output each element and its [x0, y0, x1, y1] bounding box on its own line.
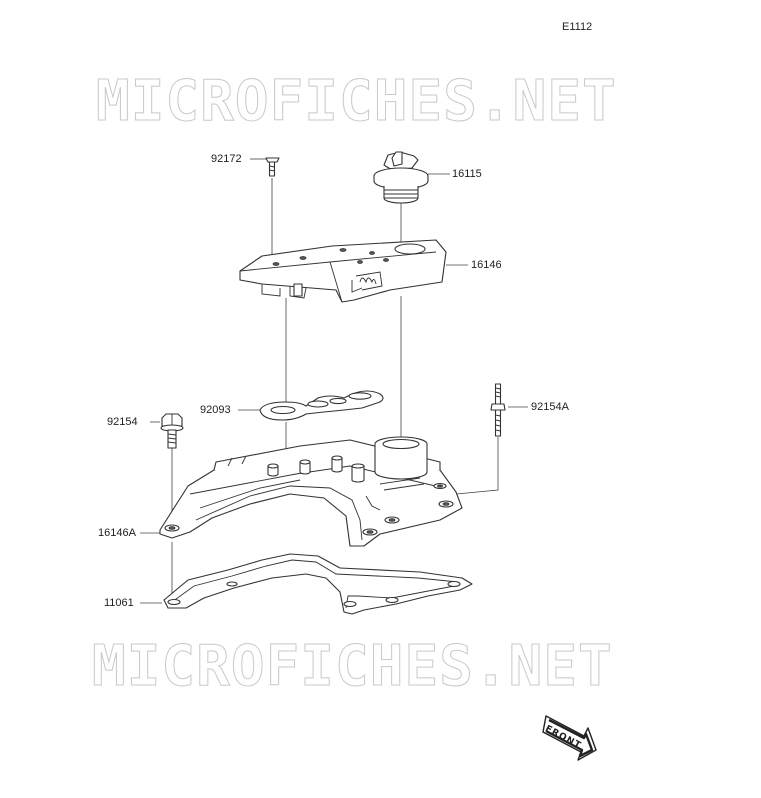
cover-16146	[239, 239, 447, 303]
part-label-92172[interactable]: 92172	[211, 153, 242, 165]
watermark-bottom: MICROFICHES.NET	[92, 634, 613, 699]
seal-gasket-92093	[259, 390, 384, 421]
part-label-11061[interactable]: 11061	[104, 597, 134, 609]
diagram-code: E1112	[562, 21, 593, 33]
oil-filler-cap-16115	[373, 151, 429, 204]
part-label-16146[interactable]: 16146	[471, 259, 502, 271]
part-label-92154A[interactable]: 92154A	[531, 401, 569, 413]
screw-92172	[265, 157, 280, 177]
leader-lines	[140, 158, 528, 604]
part-label-92154[interactable]: 92154	[107, 416, 138, 428]
front-arrow-icon	[542, 715, 597, 761]
watermark-top: MICROFICHES.NET	[96, 69, 617, 134]
head-cover-gasket-11061	[163, 553, 473, 615]
part-label-16115[interactable]: 16115	[452, 168, 482, 180]
part-label-92093[interactable]: 92093	[200, 404, 231, 416]
head-cover-16146A	[159, 436, 463, 547]
part-label-16146A[interactable]: 16146A	[98, 527, 136, 539]
stud-bolt-92154A	[490, 383, 506, 437]
bolt-92154	[160, 413, 184, 449]
